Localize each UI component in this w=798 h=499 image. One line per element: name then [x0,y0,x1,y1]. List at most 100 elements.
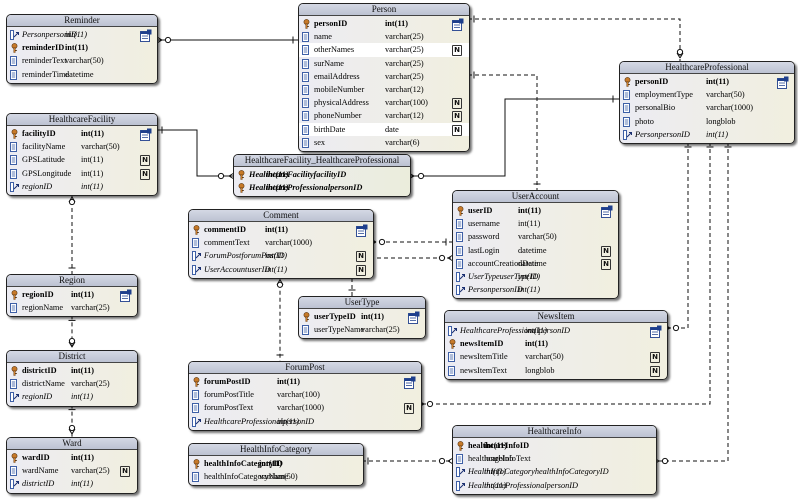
optional-marker [672,324,680,332]
entity-title[interactable]: Person [299,4,469,16]
table-icon [452,18,464,31]
entity-title[interactable]: UserAccount [453,191,618,203]
attribute-name: newsItemText [460,365,507,375]
entity-title[interactable]: Comment [189,210,373,222]
optional-marker [68,424,76,432]
entity-facilityProfessional[interactable]: HealthcareFacility_HealthcareProfessiona… [233,154,411,198]
entity-title[interactable]: HealthcareFacility [7,114,157,126]
entity-title[interactable]: NewsItem [445,311,667,323]
entity-title[interactable]: Region [7,275,137,287]
nullable-icon: N [601,258,611,270]
attribute-type: int(11) [525,326,547,335]
entity-title[interactable]: HealthcareProfessional [620,62,794,74]
entity-title[interactable]: HealthcareInfo [453,426,656,438]
entity-title[interactable]: Reminder [7,15,157,27]
entity-title[interactable]: ForumPost [189,362,421,374]
entity-title[interactable]: Ward [7,438,137,450]
entity-title[interactable]: HealthInfoCategory [189,444,363,456]
entity-title[interactable]: UserType [299,297,425,309]
entity-title[interactable]: HealthcareFacility_HealthcareProfessiona… [234,155,410,167]
attribute-name: accountCreationDate [468,258,539,268]
entity-title[interactable]: District [7,351,137,363]
attribute-name: PersonpersonID [468,285,523,295]
